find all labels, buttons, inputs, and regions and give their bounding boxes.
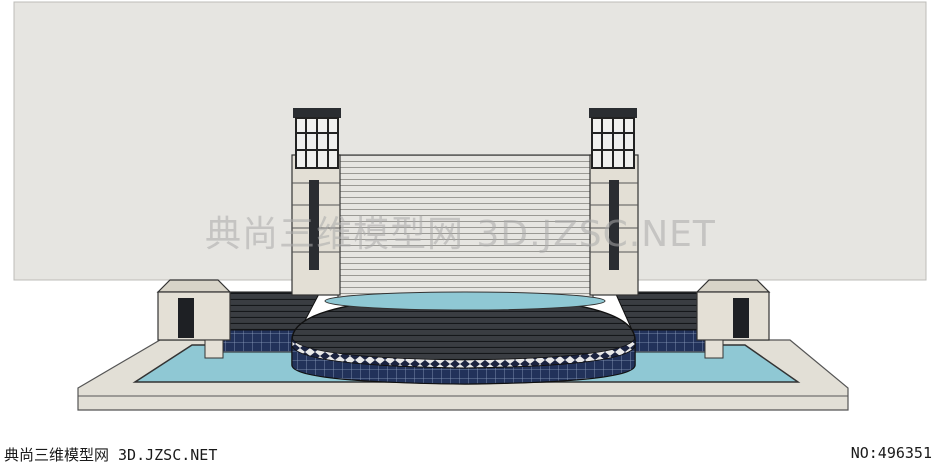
- model-id-text: NO:496351: [850, 444, 932, 462]
- pedestal-right: [695, 279, 771, 359]
- lantern-right: [589, 108, 637, 169]
- footer-watermark-text: 典尚三维模型网 3D.JZSC.NET: [4, 446, 218, 464]
- watermark-center-text: 典尚三维模型网 3D.JZSC.NET: [205, 214, 716, 255]
- pool-tile-wall-left: [219, 329, 296, 353]
- column-left: [291, 154, 341, 296]
- central-basin: [291, 291, 636, 385]
- side-steps-right: [614, 291, 709, 331]
- lantern-left: [293, 108, 341, 169]
- pedestal-left: [156, 279, 232, 359]
